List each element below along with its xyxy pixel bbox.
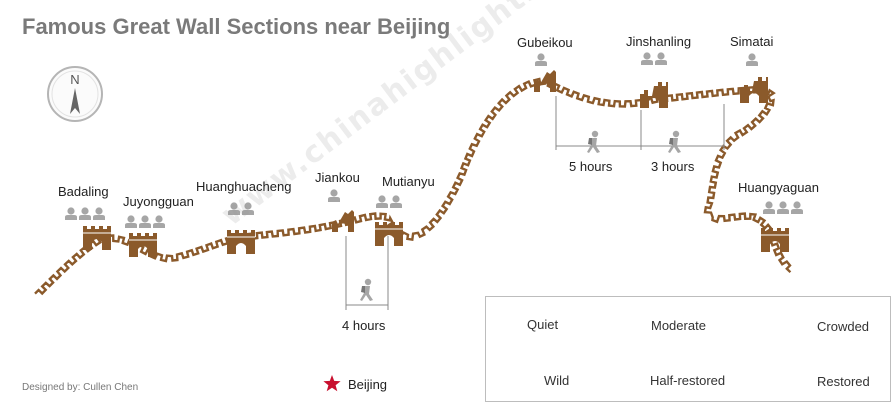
section-label-huangyaguan: Huangyaguan (738, 180, 819, 195)
person-icon (791, 201, 803, 214)
watchtower-icon-gubeikou (534, 70, 556, 92)
section-label-simatai: Simatai (730, 34, 774, 49)
map-title: Famous Great Wall Sections near Beijing (22, 14, 451, 39)
watchtower-icon-simatai (740, 77, 768, 103)
person-icon (79, 207, 91, 220)
beijing-label: Beijing (348, 377, 388, 392)
hike-time-jinshanling-simatai: 3 hours (651, 159, 695, 174)
designer-credit: Designed by: Cullen Chen (22, 382, 139, 393)
beijing-star-icon (323, 375, 341, 392)
compass-needle-icon (70, 88, 80, 114)
great-wall-line (34, 77, 792, 296)
compass-north-label: N (70, 72, 79, 87)
hike-line-gubeikou-jinshanling (555, 96, 642, 150)
hiker-icon (587, 130, 600, 153)
hike-time-jiankou-mutianyu: 4 hours (342, 318, 386, 333)
legend-wild-label: Wild (544, 373, 570, 388)
person-icon (328, 189, 340, 202)
person-icon (655, 52, 667, 65)
hike-line-jiankou-mutianyu (345, 236, 389, 310)
section-label-jinshanling: Jinshanling (626, 34, 692, 49)
legend-crowded-label: Crowded (817, 319, 870, 334)
person-icon (65, 207, 77, 220)
legend-restored-label: Restored (817, 374, 870, 389)
hiker-icon (668, 130, 681, 153)
legend-box (485, 296, 891, 402)
person-icon (746, 53, 758, 66)
section-label-jiankou: Jiankou (315, 170, 360, 185)
person-icon (777, 201, 789, 214)
legend-moderate-label: Moderate (651, 318, 706, 333)
person-icon (390, 195, 402, 208)
person-icon (376, 195, 388, 208)
hike-time-gubeikou-jinshanling: 5 hours (569, 159, 613, 174)
section-label-mutianyu: Mutianyu (382, 174, 435, 189)
legend-half-restored-label: Half-restored (650, 373, 726, 388)
person-icon (93, 207, 105, 220)
person-icon (763, 201, 775, 214)
section-label-juyongguan: Juyongguan (123, 194, 194, 209)
legend-quiet-label: Quiet (527, 317, 559, 332)
hike-line-jinshanling-simatai (641, 104, 725, 150)
watchtower-icon-huanghuacheng (227, 230, 255, 254)
watchtower-icon-jinshanling (640, 82, 668, 108)
person-icon (641, 52, 653, 65)
watchtower-icon-huangyaguan (761, 228, 789, 252)
person-icon (125, 215, 137, 228)
compass-inner-ring (51, 70, 99, 118)
person-icon (153, 215, 165, 228)
watchtower-icon-badaling (83, 226, 111, 250)
section-label-badaling: Badaling (58, 184, 109, 199)
person-icon (139, 215, 151, 228)
person-icon (535, 53, 547, 66)
compass-label-anchor (54, 76, 55, 77)
section-label-gubeikou: Gubeikou (517, 35, 573, 50)
watchtower-icon-jiankou (332, 210, 354, 232)
watchtower-icon-mutianyu (375, 222, 403, 246)
hiker-icon (360, 278, 373, 301)
section-label-huanghuacheng: Huanghuacheng (196, 179, 292, 194)
